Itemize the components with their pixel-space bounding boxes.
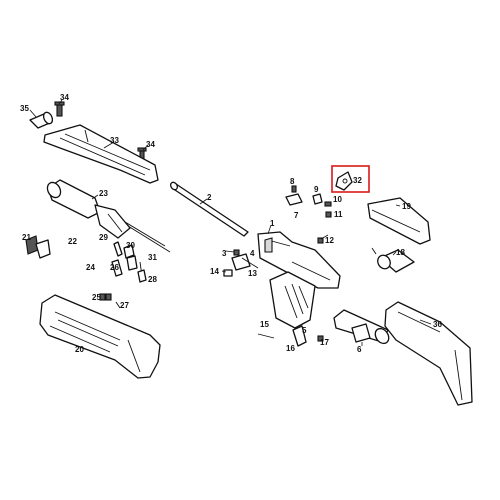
callout-16: 16 xyxy=(286,344,295,353)
callout-17: 17 xyxy=(320,338,329,347)
callout-28: 28 xyxy=(148,275,157,284)
callout-19: 19 xyxy=(402,202,411,211)
callout-5: 5 xyxy=(302,326,307,335)
part-18-cylinder xyxy=(371,247,415,273)
callout-3: 3 xyxy=(222,249,227,258)
part-24-lever xyxy=(111,259,123,277)
part-7-plate xyxy=(285,193,303,206)
callout-34-right: 34 xyxy=(146,140,155,149)
part-11-pin xyxy=(325,211,332,218)
callout-14: 14 xyxy=(210,267,219,276)
callout-35: 35 xyxy=(20,104,29,113)
callout-7: 7 xyxy=(294,211,299,220)
part-17-spring xyxy=(317,335,324,342)
part-29-pin xyxy=(113,241,123,257)
callout-32: 32 xyxy=(353,176,362,185)
callout-18: 18 xyxy=(396,248,405,257)
part-34-screw-top xyxy=(54,101,65,117)
callout-4: 4 xyxy=(250,249,255,258)
part-4-spring xyxy=(241,257,259,269)
callout-labels: 35 34 33 34 2 23 21 22 29 30 31 24 26 28… xyxy=(20,93,442,354)
part-3-pin xyxy=(233,249,240,256)
part-22-latch xyxy=(35,239,51,259)
part-36-stock xyxy=(384,301,473,406)
part-9-plate xyxy=(312,193,323,205)
callout-24: 24 xyxy=(86,263,95,272)
callout-12: 12 xyxy=(325,236,334,245)
callout-10: 10 xyxy=(333,195,342,204)
part-35-cylinder xyxy=(29,111,54,129)
callout-34-top: 34 xyxy=(60,93,69,102)
callout-11: 11 xyxy=(334,210,343,219)
part-14-pin xyxy=(223,269,233,277)
part-13-block xyxy=(231,253,251,271)
part-28-pin xyxy=(137,269,147,283)
part-16-trigger xyxy=(292,325,307,347)
leader-lines xyxy=(29,99,432,346)
callout-26: 26 xyxy=(110,263,119,272)
part-23-bolt-assembly xyxy=(46,179,171,253)
callout-13: 13 xyxy=(248,269,257,278)
callout-31: 31 xyxy=(148,253,157,262)
callout-30: 30 xyxy=(126,241,135,250)
part-27-spring xyxy=(115,301,121,309)
part-2-barrel xyxy=(169,181,249,237)
part-12-pin xyxy=(317,237,324,244)
part-26-cam xyxy=(126,255,138,271)
part-19-handguard xyxy=(367,197,431,245)
part-32-highlighted xyxy=(335,171,353,191)
part-5-cap xyxy=(351,323,371,343)
callout-21: 21 xyxy=(22,233,31,242)
callout-6: 6 xyxy=(357,345,362,354)
callout-8: 8 xyxy=(290,177,295,186)
callout-15: 15 xyxy=(260,320,269,329)
part-20-frame xyxy=(39,294,161,379)
highlight-box-part-32 xyxy=(331,165,370,193)
callout-22: 22 xyxy=(68,237,77,246)
part-10-pin xyxy=(324,201,332,207)
callout-27: 27 xyxy=(120,301,129,310)
callout-20: 20 xyxy=(75,345,84,354)
part-15-pin xyxy=(257,333,275,339)
part-1-receiver-grip xyxy=(257,231,341,329)
part-25-pins xyxy=(99,293,112,301)
callout-36: 36 xyxy=(433,320,442,329)
part-33-top-slide xyxy=(43,124,159,184)
callout-29: 29 xyxy=(99,233,108,242)
callout-1: 1 xyxy=(270,219,275,228)
callout-9: 9 xyxy=(314,185,319,194)
part-30-pin xyxy=(123,244,135,259)
callout-2: 2 xyxy=(207,193,212,202)
callout-23: 23 xyxy=(99,189,108,198)
callout-25: 25 xyxy=(92,293,101,302)
part-8-screw xyxy=(291,185,297,193)
callout-33: 33 xyxy=(110,136,119,145)
